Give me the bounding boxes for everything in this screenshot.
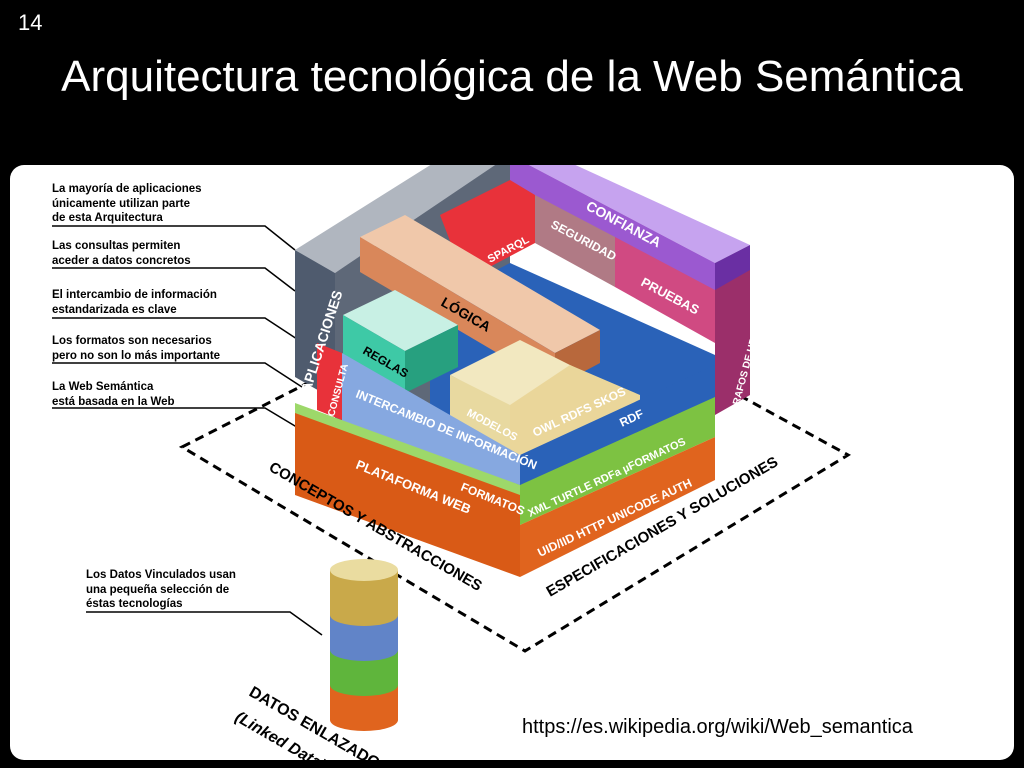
pruebas-block <box>615 237 715 343</box>
note-leader-lines <box>52 225 323 636</box>
intercambio-block <box>342 353 520 485</box>
note-queries: Las consultas permiten aceder a datos co… <box>52 240 191 267</box>
reglas-top <box>343 290 458 351</box>
seguridad-block <box>535 195 615 287</box>
note-applications: La mayoría de aplicaciones únicamente ut… <box>52 183 202 224</box>
slide-number: 14 <box>18 10 43 35</box>
grafos-side <box>715 270 750 415</box>
logica-top <box>360 215 600 353</box>
modelos-front <box>450 375 510 450</box>
linked-data-cylinder <box>330 559 398 731</box>
note-web: La Web Semántica está basada en la Web <box>52 381 175 408</box>
consulta-block <box>317 343 342 420</box>
confianza-top <box>528 165 750 263</box>
source-url[interactable]: https://es.wikipedia.org/wiki/Web_semant… <box>522 716 913 738</box>
rdf-lower <box>520 365 715 485</box>
reglas-end <box>405 325 458 393</box>
semantic-web-stack-diagram: APLICACIONES CONSULTA REGLAS LÓGICA SPAR… <box>52 165 851 760</box>
plataforma-right <box>520 437 715 577</box>
dashed-base-outline <box>178 273 851 653</box>
content-panel: La mayoría de aplicaciones únicamente ut… <box>10 165 1014 760</box>
formatos-right <box>520 397 715 525</box>
note-linked-data: Los Datos Vinculados usan una pequeña se… <box>86 569 236 610</box>
owl-block <box>510 365 640 470</box>
note-exchange: El intercambio de información estandariz… <box>52 289 217 316</box>
slide-title: Arquitectura tecnológica de la Web Semán… <box>61 52 963 101</box>
note-formats: Los formatos son necesarios pero no son … <box>52 335 221 362</box>
reglas-front <box>343 315 405 393</box>
plataforma-left <box>295 413 520 577</box>
